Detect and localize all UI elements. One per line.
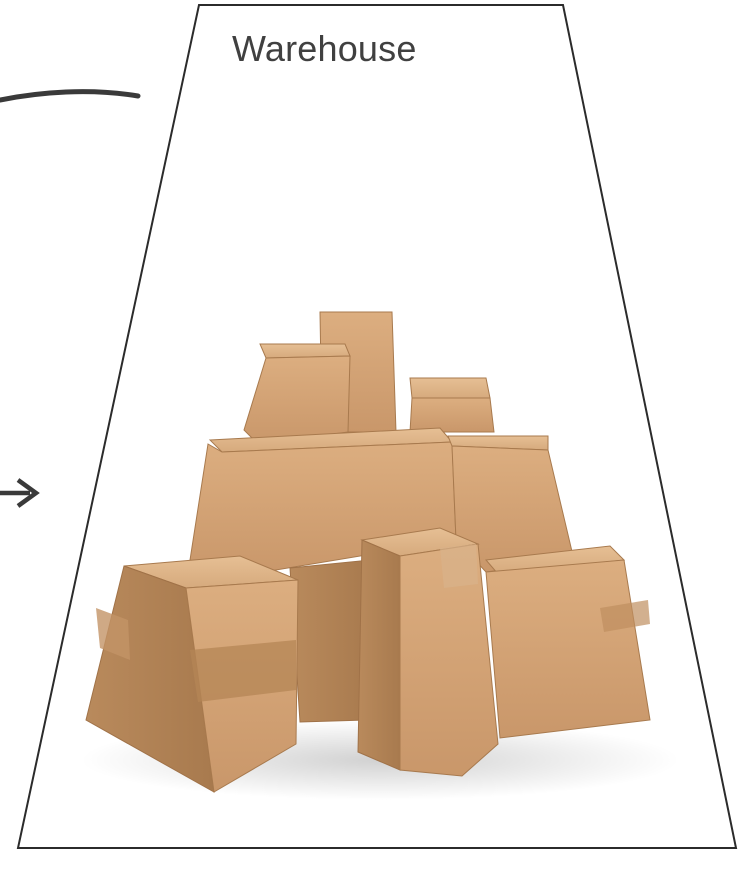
warehouse-label: Warehouse bbox=[232, 28, 417, 70]
cardboard-boxes-illustration bbox=[86, 312, 650, 792]
arrow-right-icon bbox=[0, 480, 36, 506]
connector-curve bbox=[0, 92, 138, 100]
